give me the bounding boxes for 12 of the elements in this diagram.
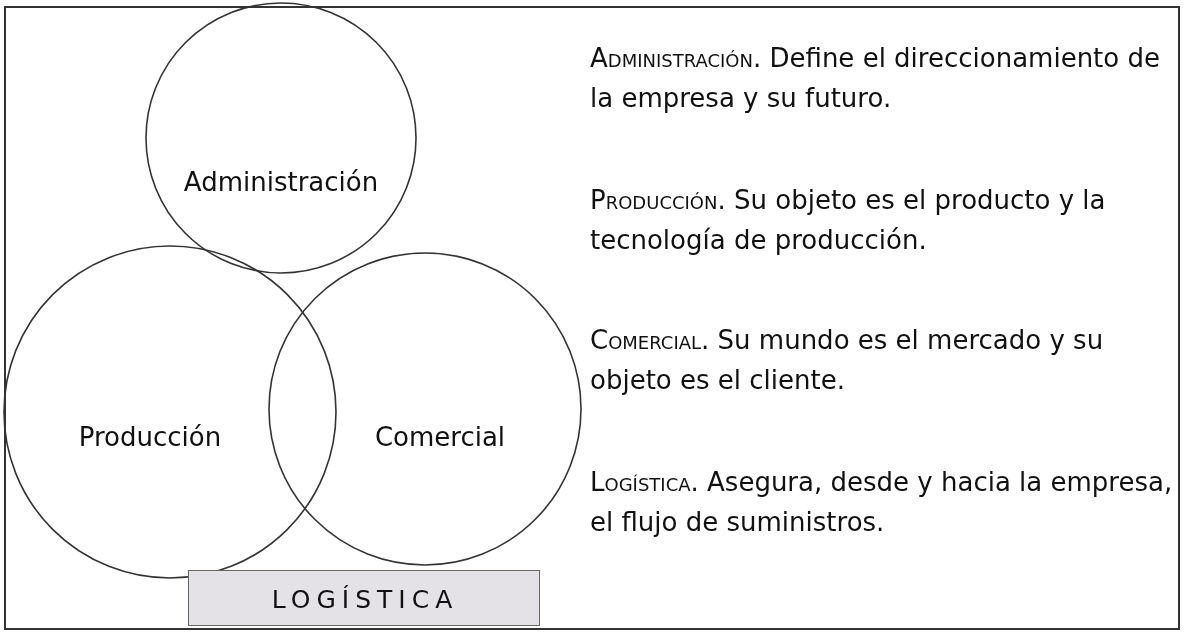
circle-label: Administración	[183, 167, 379, 197]
venn-circle	[268, 252, 582, 566]
venn-circle	[3, 245, 337, 579]
venn-circle	[145, 2, 417, 274]
paragraph: Producción. Su objeto es el producto y la tecnología de producción.	[590, 184, 1107, 257]
paragraph: Comercial. Su mundo es el mercado y su objeto es el cliente.	[590, 324, 1105, 397]
box-label: LOGÍSTICA	[271, 584, 459, 614]
label-box	[188, 570, 540, 626]
paragraph: Logística. Asegura, desde y hacia la empresa, el flujo de suministros.	[590, 466, 1174, 539]
paragraph: Administración. Define el direccionamiento de la empresa y su futuro.	[590, 42, 1161, 115]
circle-label: Producción	[78, 422, 222, 452]
circle-label: Comercial	[374, 422, 506, 452]
